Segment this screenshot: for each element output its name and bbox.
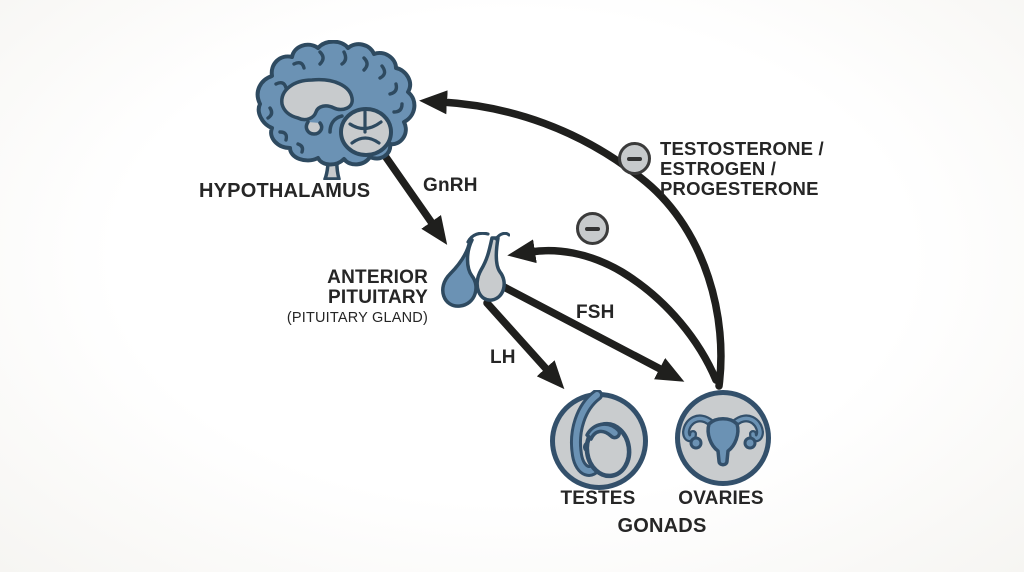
feedback-arrow-to-hypothalamus bbox=[419, 90, 725, 390]
minus-bar bbox=[585, 226, 600, 231]
lh-arrow bbox=[483, 299, 565, 390]
minus-icon bbox=[618, 142, 651, 175]
hypothalamus-label: HYPOTHALAMUS bbox=[199, 180, 371, 202]
lh-label: LH bbox=[490, 347, 516, 368]
brain-icon bbox=[255, 40, 417, 180]
feedback-hormones-line2: ESTROGEN / bbox=[660, 158, 777, 179]
fsh-label: FSH bbox=[576, 302, 615, 323]
anterior-pituitary-label-line2: PITUITARY bbox=[328, 287, 428, 308]
gonads-label: GONADS bbox=[617, 515, 707, 537]
feedback-hormones-line3: PROGESTERONE bbox=[660, 178, 819, 199]
uterus-ovaries-icon bbox=[675, 390, 771, 486]
testes-label: TESTES bbox=[560, 488, 636, 509]
minus-icon bbox=[576, 212, 609, 245]
ovaries-label: OVARIES bbox=[678, 488, 764, 509]
pituitary-gland-sublabel: (PITUITARY GLAND) bbox=[286, 310, 428, 326]
feedback-hormones-line1: TESTOSTERONE / bbox=[660, 138, 824, 159]
gnrh-label: GnRH bbox=[423, 175, 478, 196]
testis-icon bbox=[550, 390, 648, 490]
feedback-hormones-label: TESTOSTERONE / ESTROGEN / PROGESTERONE bbox=[660, 139, 824, 199]
pituitary-gland-icon bbox=[441, 232, 510, 308]
anterior-pituitary-label-line1: ANTERIOR bbox=[327, 267, 428, 288]
fsh-arrow bbox=[500, 283, 685, 382]
minus-bar bbox=[627, 156, 642, 161]
anterior-pituitary-label: ANTERIOR PITUITARY (PITUITARY GLAND) bbox=[250, 268, 428, 328]
feedback-arrow-to-pituitary bbox=[507, 239, 720, 384]
gnrh-arrow bbox=[379, 149, 448, 245]
